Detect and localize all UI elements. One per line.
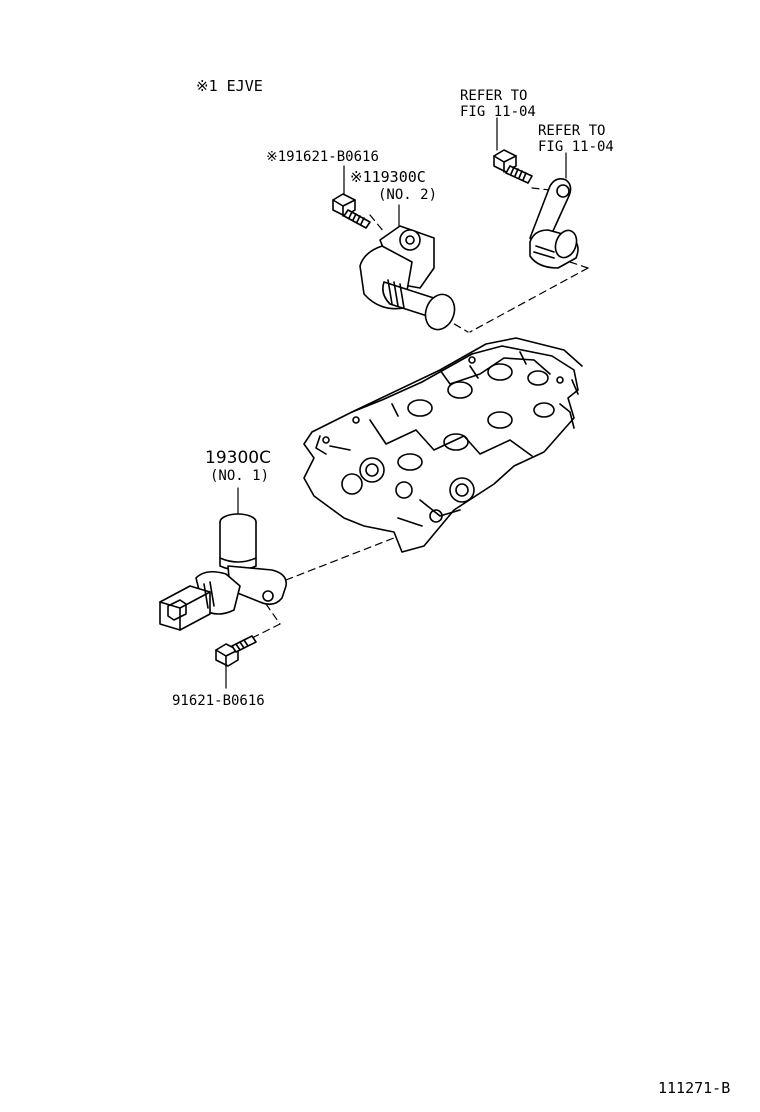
bolt-top-part-number: ※191621-B0616 — [266, 149, 379, 165]
cylinder-head-icon — [304, 338, 582, 552]
sensor-no1-part-number: 19300C — [205, 448, 271, 468]
bolt-bottom-part-number: 91621-B0616 — [172, 693, 265, 709]
refer-label-1-line1: REFER TO — [460, 88, 528, 104]
sensor-no1-icon — [160, 514, 286, 630]
figure-code: 111271-B — [658, 1079, 731, 1097]
bolt-bottom-icon — [216, 636, 256, 666]
sensor-no2-qualifier: (NO. 2) — [378, 187, 438, 203]
sensor-no1-qualifier: (NO. 1) — [210, 468, 270, 484]
bolt-top-icon — [333, 194, 370, 228]
refer-label-2-line1: REFER TO — [538, 123, 606, 139]
sensor-no2-part-number: ※119300C — [350, 168, 426, 186]
sensor-refer-icon — [530, 179, 580, 268]
note-ejve: ※1 EJVE — [196, 77, 263, 95]
refer-label-1-line2: FIG 11-04 — [460, 104, 536, 120]
sensor-no2-icon — [360, 226, 459, 334]
bolt-refer-icon — [494, 150, 532, 183]
refer-label-2-line2: FIG 11-04 — [538, 139, 614, 155]
